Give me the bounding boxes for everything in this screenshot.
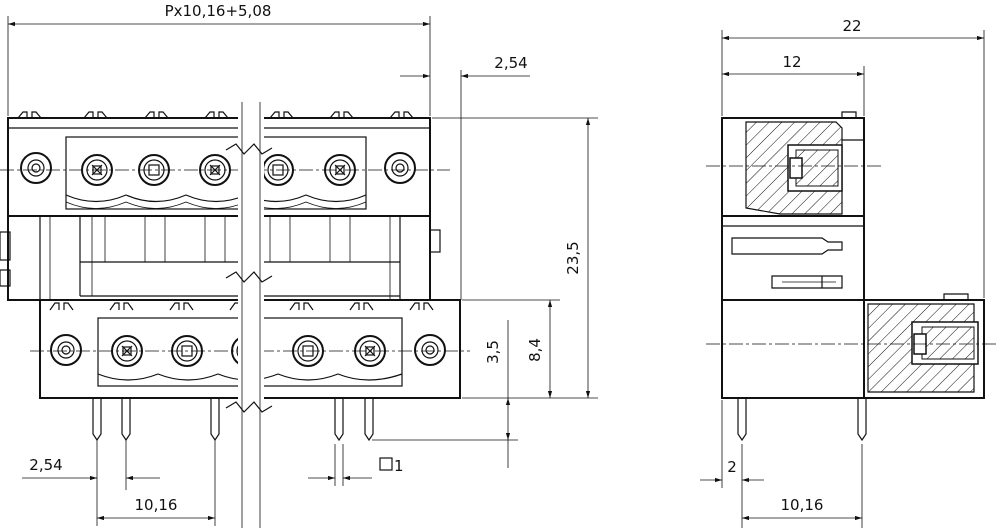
dim-offset-top-label: 2,54 [494,54,527,72]
square-symbol-icon [379,457,393,471]
upper-flange-screw-right [384,152,416,184]
upper-flange-screw-left [20,152,52,184]
middle-body-ribs [79,216,351,296]
dim-pitch-bottom-label: 10,16 [135,496,178,514]
side-upper-plug [706,111,884,217]
dim-side-width-label: 22 [842,17,861,35]
middle-body [0,215,441,301]
front-view: Px10,16+5,08 2,54 23,5 8,4 3,5 [0,2,598,528]
dim-side-pin-pitch-label: 10,16 [781,496,824,514]
upper-latch-teeth [17,111,414,119]
dim-pitch-formula-label: Px10,16+5,08 [165,2,272,20]
dim-height-pin-label: 3,5 [484,340,502,364]
upper-plug [0,111,450,217]
dim-offset-top: 2,54 [400,54,530,300]
dim-height-lower: 8,4 [462,299,560,398]
dim-pitch-bottom: 10,16 [97,496,215,521]
lower-flange-screw-left [50,334,82,366]
dim-offset-left-pin: 2,54 [22,440,216,526]
dim-height-lower-label: 8,4 [526,338,544,362]
break-lines [225,102,273,528]
dim-height-total-label: 23,5 [564,241,582,274]
lower-flange-screw-right [414,334,446,366]
side-lower-header [706,293,996,399]
side-solder-pins [737,398,867,442]
dim-pin-square: 1 [308,444,404,486]
dim-pin-square-label: 1 [394,457,404,475]
dim-side-upper-width: 12 [722,53,865,116]
dim-side-upper-width-label: 12 [782,53,801,71]
dim-offset-left-pin-label: 2,54 [29,456,62,474]
side-view: 22 12 2 10,16 [700,17,996,528]
dim-height-total: 23,5 [432,117,598,399]
dim-side-pin-offset-label: 2 [727,458,737,476]
dim-side-width: 22 [721,17,985,298]
dim-side-pin-offset: 2 [700,400,764,528]
dim-pitch-formula: Px10,16+5,08 [7,2,431,116]
dim-side-pin-pitch: 10,16 [742,444,863,528]
side-middle-body [721,215,865,301]
dim-height-pin: 3,5 [372,320,518,468]
